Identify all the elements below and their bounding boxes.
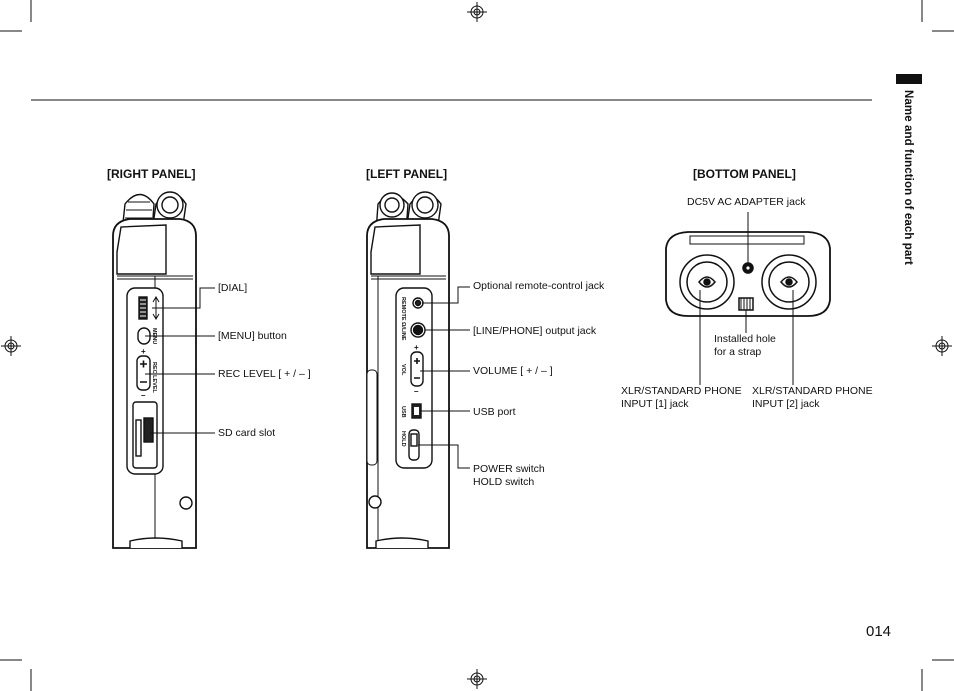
section-side-title: Name and function of each part — [902, 90, 914, 265]
marking-line-phone: Ω/LINE — [400, 322, 406, 341]
label-input2-line2: INPUT [2] jack — [752, 398, 820, 410]
label-usb-port: USB port — [473, 406, 516, 418]
label-sd-card-slot: SD card slot — [218, 427, 276, 439]
registration-target-left — [1, 336, 21, 356]
registration-target-bottom — [467, 669, 487, 689]
label-dial: [DIAL] — [218, 282, 248, 294]
marking-plus-left: + — [414, 343, 419, 352]
bottom-panel-device — [665, 231, 831, 317]
marking-usb: USB — [400, 406, 406, 418]
label-power-switch: POWER switch — [473, 463, 545, 475]
label-strap-hole-line2: for a strap — [714, 346, 762, 358]
marking-vol: VOL — [400, 364, 406, 376]
label-rec-level: REC LEVEL [ + / – ] — [218, 368, 311, 380]
marking-rec-level: REC LEVEL — [151, 362, 157, 394]
registration-target-right — [932, 336, 952, 356]
right-panel-heading: [RIGHT PANEL] — [107, 167, 196, 181]
right-panel-device — [112, 191, 197, 549]
registration-target-top — [467, 2, 487, 22]
label-input2-line1: XLR/STANDARD PHONE — [752, 385, 873, 397]
label-hold-switch: HOLD switch — [473, 476, 535, 488]
left-panel-heading: [LEFT PANEL] — [366, 167, 448, 181]
label-menu-button: [MENU] button — [218, 330, 287, 342]
bottom-panel-heading: [BOTTOM PANEL] — [693, 167, 796, 181]
label-input1-line1: XLR/STANDARD PHONE — [621, 385, 742, 397]
side-tab-marker — [896, 74, 922, 84]
marking-plus-right: + — [141, 347, 146, 356]
label-volume: VOLUME [ + / – ] — [473, 365, 553, 377]
marking-minus-right: – — [141, 391, 146, 400]
marking-hold: HOLD — [400, 431, 406, 447]
leader-lines — [145, 212, 794, 469]
label-input1-line2: INPUT [1] jack — [621, 398, 689, 410]
label-strap-hole-line1: Installed hole — [714, 333, 776, 345]
label-line-phone-jack: [LINE/PHONE] output jack — [473, 325, 597, 337]
left-panel-device — [366, 191, 450, 549]
page-number: 014 — [866, 623, 892, 640]
label-dc5v-jack: DC5V AC ADAPTER jack — [687, 196, 806, 208]
label-remote-jack: Optional remote-control jack — [473, 280, 605, 292]
marking-minus-left: – — [414, 387, 419, 396]
marking-remote: REMOTE — [400, 297, 406, 321]
